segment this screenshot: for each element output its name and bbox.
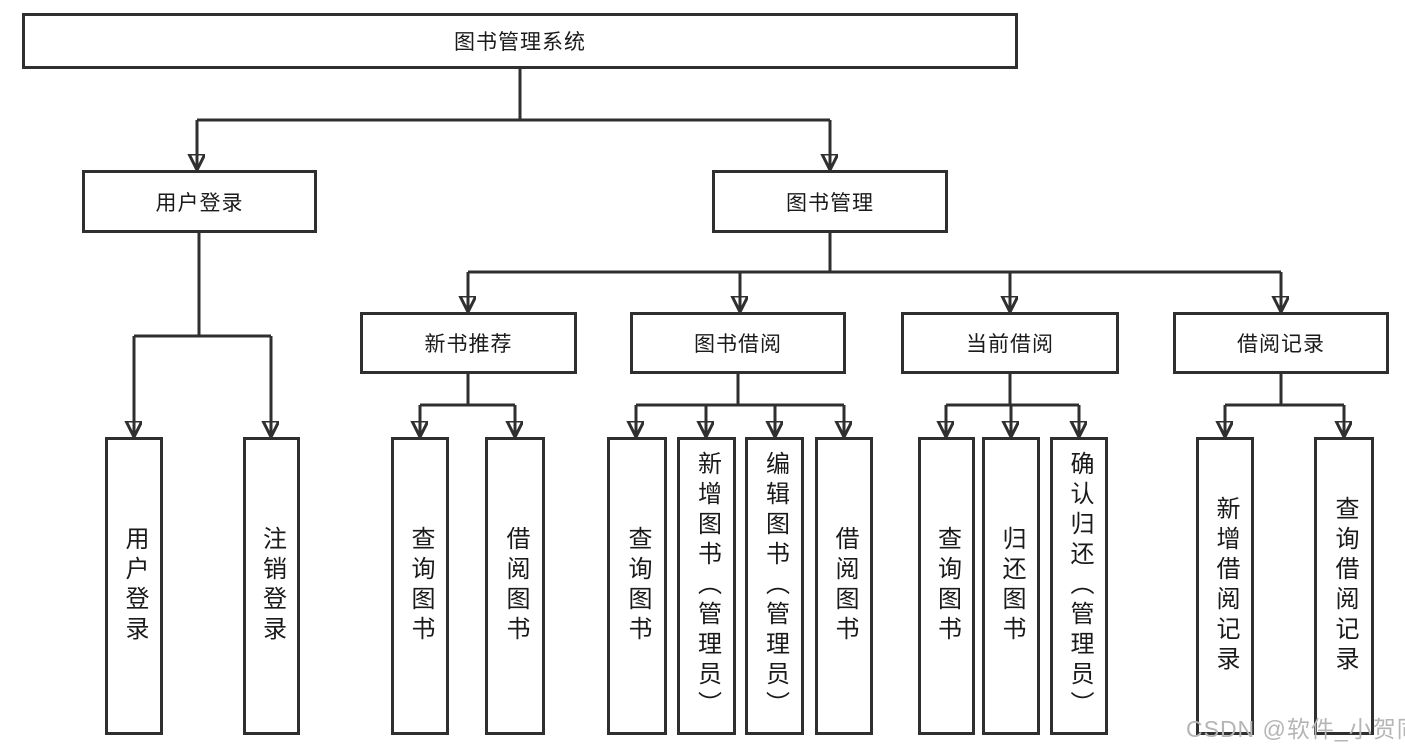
leaf-borrow-books-1: 借阅图书 — [485, 437, 545, 735]
leaf-return-books-label: 归还图书 — [998, 526, 1025, 646]
watermark: CSDN @软件_小贺同学 — [1186, 716, 1405, 742]
leaf-query-borrow-record: 查询借阅记录 — [1314, 437, 1374, 735]
leaf-logout: 注销登录 — [243, 437, 300, 735]
node-root-label: 图书管理系统 — [454, 31, 586, 54]
leaf-add-books-admin: 新增图书（管理员） — [677, 437, 736, 735]
leaf-user-login: 用户登录 — [105, 437, 163, 735]
leaf-edit-books-admin: 编辑图书（管理员） — [745, 437, 804, 735]
node-user-login: 用户登录 — [82, 170, 317, 233]
leaf-logout-label: 注销登录 — [258, 526, 286, 646]
node-book-management: 图书管理 — [712, 170, 948, 233]
node-root: 图书管理系统 — [22, 13, 1018, 69]
leaf-borrow-books-2: 借阅图书 — [815, 437, 873, 735]
leaf-confirm-return-admin: 确认归还（管理员） — [1050, 437, 1108, 735]
leaf-query-books-3-label: 查询图书 — [933, 526, 961, 646]
leaf-return-books: 归还图书 — [982, 437, 1040, 735]
leaf-confirm-return-admin-label: 确认归还（管理员） — [1066, 451, 1093, 721]
node-book-management-label: 图书管理 — [786, 191, 874, 215]
node-book-borrow: 图书借阅 — [630, 312, 846, 374]
leaf-query-books-2-label: 查询图书 — [624, 526, 651, 646]
node-current-borrow-label: 当前借阅 — [966, 333, 1054, 356]
node-new-book-recommend-label: 新书推荐 — [424, 333, 513, 356]
leaf-query-borrow-record-label: 查询借阅记录 — [1331, 496, 1358, 676]
leaf-borrow-books-2-label: 借阅图书 — [831, 526, 858, 646]
leaf-add-borrow-record-label: 新增借阅记录 — [1212, 496, 1239, 676]
leaf-add-borrow-record: 新增借阅记录 — [1196, 437, 1254, 735]
leaf-query-books-2: 查询图书 — [607, 437, 667, 735]
node-borrow-records-label: 借阅记录 — [1237, 333, 1325, 356]
node-borrow-records: 借阅记录 — [1173, 312, 1389, 374]
leaf-query-books-3: 查询图书 — [918, 437, 975, 735]
node-user-login-label: 用户登录 — [155, 191, 244, 215]
leaf-edit-books-admin-label: 编辑图书（管理员） — [761, 451, 789, 721]
leaf-query-books-1-label: 查询图书 — [407, 526, 434, 646]
leaf-borrow-books-1-label: 借阅图书 — [502, 526, 529, 646]
node-book-borrow-label: 图书借阅 — [694, 333, 782, 356]
node-new-book-recommend: 新书推荐 — [360, 312, 577, 374]
node-current-borrow: 当前借阅 — [901, 312, 1119, 374]
leaf-user-login-label: 用户登录 — [121, 526, 148, 646]
leaf-add-books-admin-label: 新增图书（管理员） — [693, 451, 721, 721]
leaf-query-books-1: 查询图书 — [391, 437, 449, 735]
